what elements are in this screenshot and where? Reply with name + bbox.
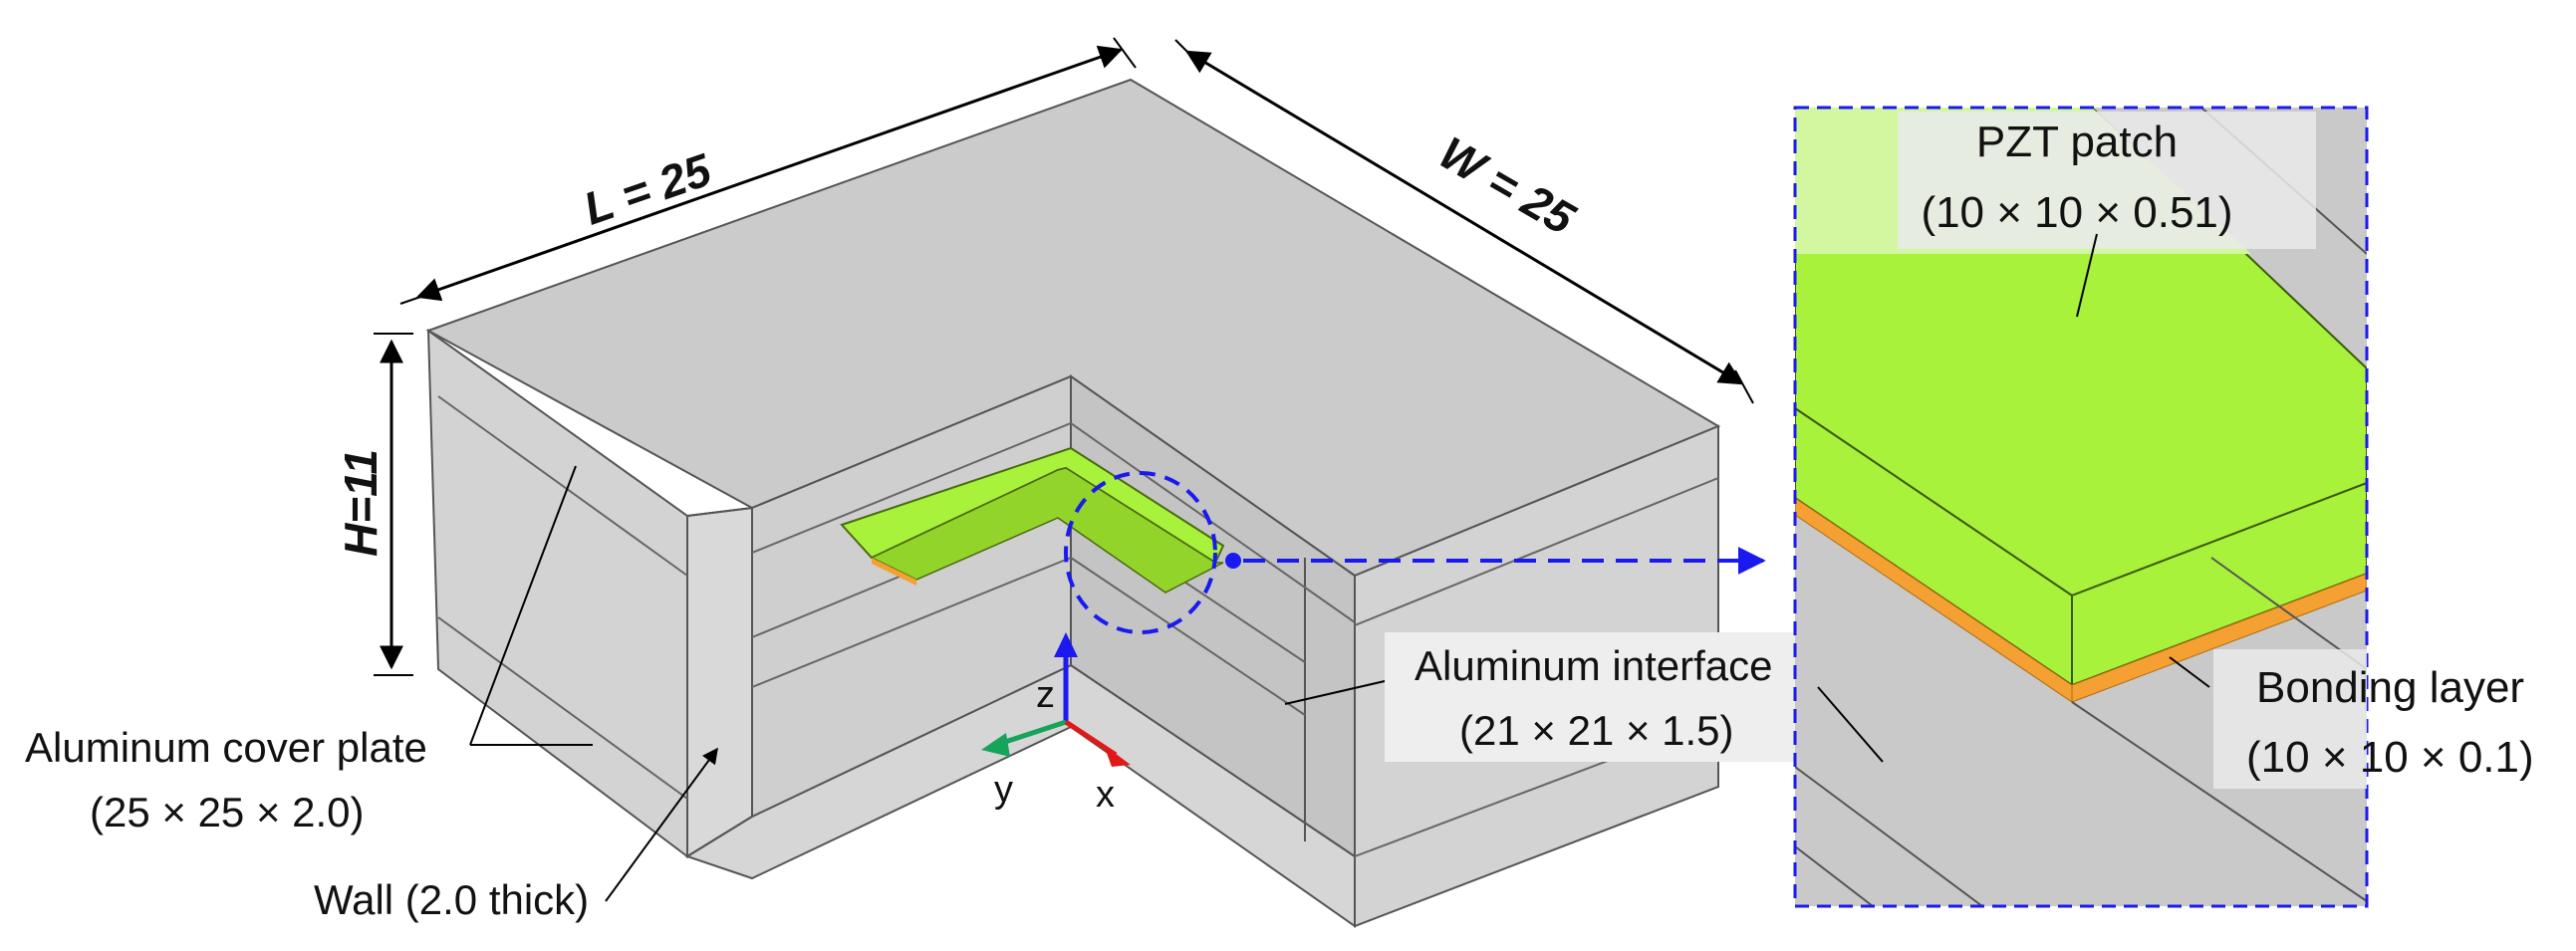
inset-pzt-side-right [2071,481,2367,687]
wall-label: Wall (2.0 thick) [314,876,589,923]
z-axis-label: z [1036,674,1055,716]
interface-dims: (21 × 21 × 1.5) [1459,707,1734,754]
bonding-label: Bonding layer [2256,663,2524,712]
pzt-dims: (10 × 10 × 0.51) [1921,188,2232,237]
cover-plate-label: Aluminum cover plate [25,724,427,771]
cover-plate-dims: (25 × 25 × 2.0) [90,789,365,835]
highlight-dot [1225,553,1241,569]
inset-frame [1793,106,2369,908]
interface-label-bg [1385,632,1808,762]
bonding-label-bg [2213,649,2367,789]
wall-column-left [686,506,753,858]
housing-model [425,78,1766,928]
front-left-face [686,506,753,858]
z-axis-arrowhead [1054,632,1078,657]
interface-label: Aluminum interface [1415,642,1772,689]
dimension-lines [374,37,1754,676]
bonding-dims: (10 × 10 × 0.1) [2246,733,2534,782]
axis-triad: z y x [981,632,1131,816]
inset-bonding-right [2071,573,2367,703]
width-label: W = 25 [1430,126,1585,245]
y-axis-label: y [994,769,1013,811]
height-label: H=11 [335,449,386,557]
x-axis-label: x [1096,774,1115,816]
pzt-patch-edge [870,467,1224,594]
pzt-label: PZT patch [1976,118,2178,166]
x-axis-arrowhead [1104,745,1131,767]
length-label: L = 25 [577,143,718,235]
highlight-circle [1064,471,1217,634]
y-axis-arrowhead [981,733,1010,757]
bonding-layer-edge [872,558,916,586]
zoom-inset: PZT patch (10 × 10 × 0.51) [1793,106,2369,908]
pzt-label-bg [1898,112,2316,249]
